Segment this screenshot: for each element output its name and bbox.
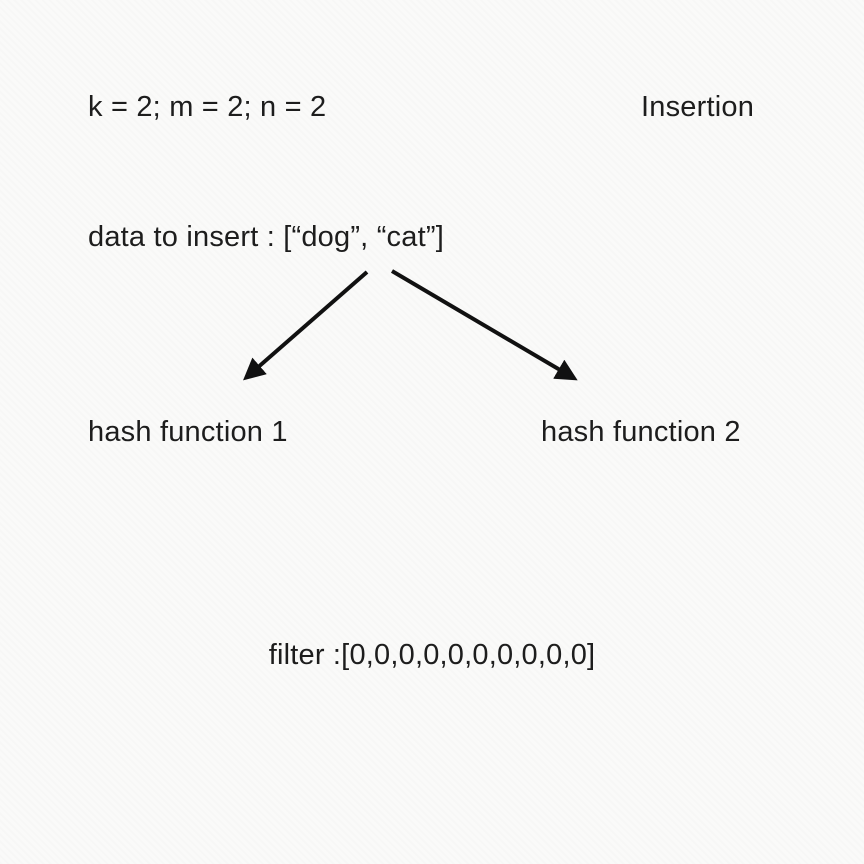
operation-title: Insertion bbox=[641, 91, 755, 123]
arrow-to-hash-function-1-icon bbox=[243, 270, 369, 381]
data-to-insert-text: data to insert : [“dog”, “cat”] bbox=[88, 221, 444, 253]
hash-function-1-text: hash function 1 bbox=[88, 416, 288, 448]
parameters-text: k = 2; m = 2; n = 2 bbox=[88, 91, 327, 123]
hash-function-2-text: hash function 2 bbox=[541, 416, 741, 448]
arrow-to-hash-function-2-icon bbox=[390, 269, 578, 381]
filter-array-text: filter :[0,0,0,0,0,0,0,0,0,0] bbox=[268, 639, 596, 671]
